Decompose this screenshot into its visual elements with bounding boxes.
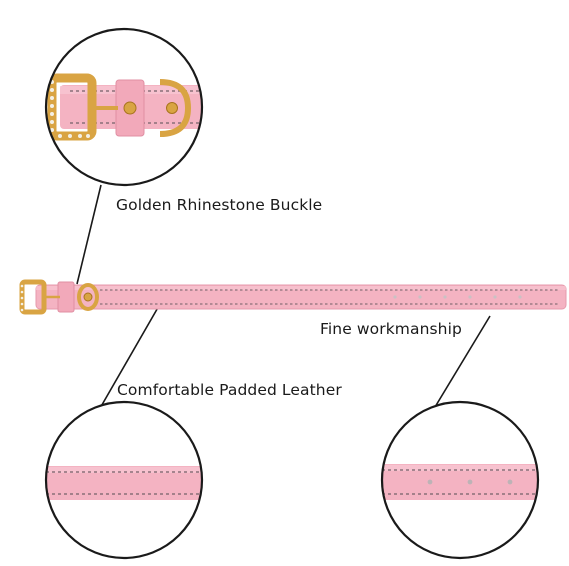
workmanship-closeup: [380, 400, 540, 560]
buckle-caption: Golden Rhinestone Buckle: [116, 196, 323, 214]
leather-closeup: [44, 400, 204, 560]
keeper-loop: [57, 281, 75, 313]
collar: [19, 279, 567, 315]
collar-holes: [393, 295, 522, 299]
leather-caption: Comfortable Padded Leather: [117, 381, 342, 399]
buckle-closeup: [44, 27, 204, 187]
d-ring: [77, 283, 99, 311]
buckle-callout-line: [76, 184, 102, 285]
leather-callout-line: [98, 303, 161, 411]
collar-strap: [35, 284, 567, 310]
workmanship-caption: Fine workmanship: [320, 320, 462, 338]
workmanship-callout-line: [431, 315, 491, 413]
